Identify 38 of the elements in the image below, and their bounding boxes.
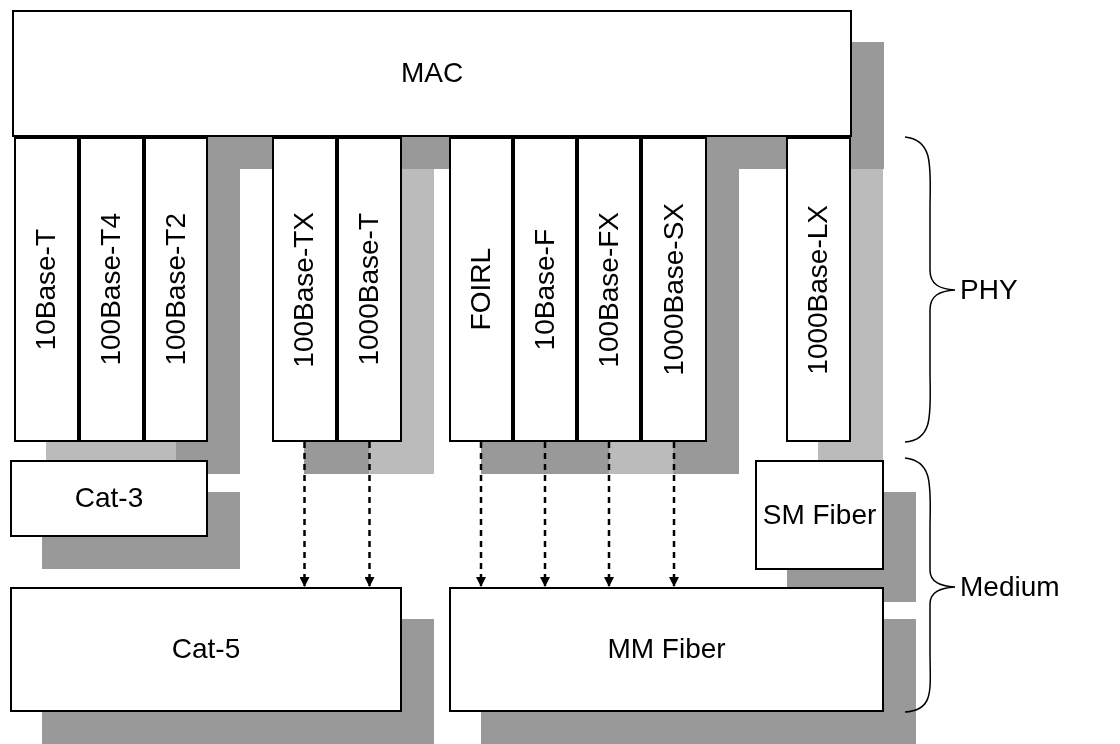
protocol-box — [449, 137, 513, 442]
protocol-box — [641, 137, 707, 442]
box-label: 10Base-F — [528, 228, 561, 351]
dashed-arrow — [604, 442, 614, 587]
medium-box — [755, 460, 884, 570]
dashed-arrow — [299, 442, 310, 587]
box-label: MAC — [399, 57, 465, 90]
protocol-box — [79, 137, 144, 442]
mac-layer-box — [12, 10, 852, 137]
medium-box — [449, 587, 884, 712]
protocol-box — [144, 137, 208, 442]
box-label: SM Fiber — [761, 498, 878, 532]
protocol-box — [14, 137, 79, 442]
box-label: MM Fiber — [606, 633, 727, 666]
medium-box — [10, 460, 208, 537]
protocol-box — [513, 137, 577, 442]
protocol-box — [786, 137, 851, 442]
medium-box — [10, 587, 402, 712]
protocol-box — [337, 137, 402, 442]
box-label: 100Base-TX — [288, 211, 321, 368]
box-label: 1000Base-SX — [657, 203, 690, 376]
box-label: 10Base-T — [30, 228, 63, 351]
dashed-arrow — [540, 442, 550, 587]
dashed-arrow — [364, 442, 375, 587]
dashed-arrow — [669, 442, 679, 587]
box-label: Cat-3 — [73, 482, 145, 515]
box-label: Cat-5 — [170, 633, 242, 666]
protocol-box — [577, 137, 641, 442]
protocol-box — [272, 137, 337, 442]
dashed-arrow — [476, 442, 486, 587]
box-label: 100Base-T4 — [95, 213, 128, 366]
box-label: FOIRL — [464, 248, 497, 331]
layer-label: PHY — [960, 276, 1018, 304]
box-label: 100Base-T2 — [159, 213, 192, 366]
layer-label: Medium — [960, 573, 1060, 601]
box-label: 1000Base-T — [353, 213, 386, 366]
box-label: 1000Base-LX — [802, 204, 835, 375]
box-label: 100Base-FX — [592, 211, 625, 368]
